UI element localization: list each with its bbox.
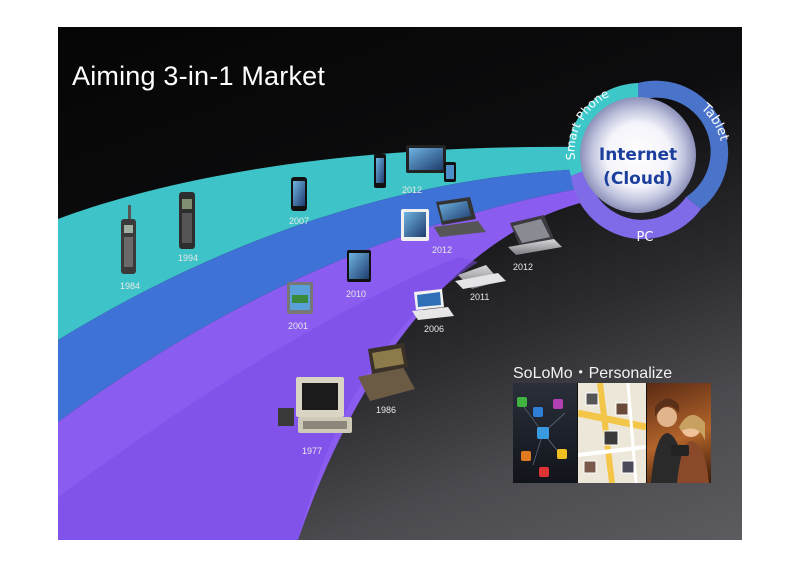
hub-tablet-segment [638,80,729,209]
music-app-icon [539,467,549,477]
user-avatar-2 [615,402,629,416]
hub-pc-segment [571,169,701,240]
people-photo-graphic [651,398,709,483]
year-label-1984: 1984 [120,281,140,291]
tablet-phone-2012-icon [406,145,456,182]
pc-1986-icon [358,343,415,401]
solomo-title: SoLoMo・Personalize [513,365,673,382]
people-photo-panel [647,383,711,483]
user-avatar-4 [583,460,597,474]
year-label-2012-smartphone: 2012 [402,185,422,195]
phone-1994-icon [179,192,195,249]
hub-center-line1: Internet [599,145,677,165]
hub-center-line2: (Cloud) [603,169,673,189]
pc-band-shade [58,257,478,540]
chat-app-icon [553,399,563,409]
user-avatar-5 [621,460,635,474]
user-avatar-1 [585,392,599,406]
year-label-2001: 2001 [288,321,308,331]
phone-1984-icon [121,205,136,274]
year-label-2012-tablet: 2012 [432,245,452,255]
phone-app-icon [517,397,527,407]
app-icons-graphic [517,397,567,477]
tablet-2010-icon [347,250,371,282]
tablet-2001-icon [287,282,313,314]
social-apps-panel [513,383,577,483]
map-graphic [578,383,646,483]
year-label-2007: 2007 [289,216,309,226]
smartphone-in-hand-icon [671,445,689,456]
year-label-2010: 2010 [346,289,366,299]
pc-1977-icon [278,377,352,433]
user-avatar-3 [603,430,619,446]
slide-title: Aiming 3-in-1 Market [72,61,326,91]
tablet-2012-icon [401,197,486,241]
tablet-band [58,169,588,422]
weibo-app-icon [521,451,531,461]
qq-app-icon [557,449,567,459]
pc-2012-icon [508,215,562,255]
social-app-icon [537,427,549,439]
solomo-collage [513,383,711,483]
year-label-1977: 1977 [302,446,322,456]
year-label-2006: 2006 [424,324,444,334]
pc-2011-icon [455,265,506,289]
hub: Internet (Cloud) Smart Phone Tablet PC [563,80,731,245]
mail-app-icon [533,407,543,417]
slide: Internet (Cloud) Smart Phone Tablet PC 1… [58,27,742,540]
pc-2006-icon [412,289,454,320]
timeline-graphic: Internet (Cloud) Smart Phone Tablet PC 1… [58,80,731,540]
year-label-1986: 1986 [376,405,396,415]
year-label-2011: 2011 [470,292,489,302]
year-label-2012-pc: 2012 [513,262,533,272]
year-label-1994: 1994 [178,253,198,263]
phone-2012-icon [374,154,386,188]
map-panel [578,383,646,483]
hub-segment-pc-label: PC [637,230,654,245]
phone-2007-icon [291,177,307,211]
